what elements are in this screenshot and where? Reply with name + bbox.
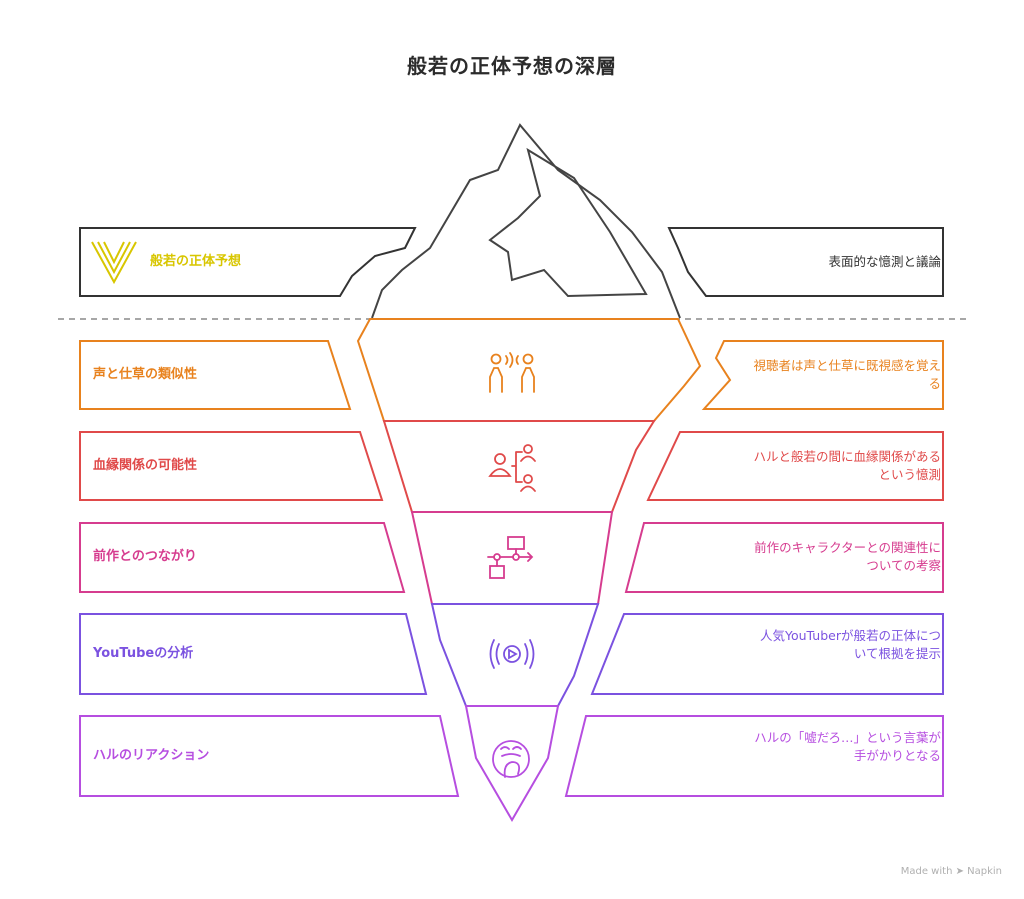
layer-1-left-box <box>79 340 352 410</box>
layer-3-left-box <box>79 522 406 593</box>
layer-4-label: YouTubeの分析 <box>93 646 194 661</box>
flowchart-icon <box>487 536 534 579</box>
layer-3-description: 前作のキャラクターとの関連性についての考察 <box>754 540 941 573</box>
surprised-face-icon <box>492 740 530 778</box>
layer-2-left-box <box>79 431 384 501</box>
layer-3-right-box <box>624 522 944 593</box>
layer-1-label: 声と仕草の類似性 <box>93 367 198 382</box>
layer-3-label: 前作とのつながり <box>93 549 197 564</box>
layer-5-right-box <box>564 715 944 797</box>
layer-2-label: 血縁関係の可能性 <box>93 458 198 473</box>
layer-4-right-box <box>590 613 944 695</box>
layer-5-description: ハルの「嘘だろ…」という言葉が手がかりとなる <box>754 730 941 763</box>
layer-2-right-box <box>646 431 944 501</box>
layer-5-left-box <box>79 715 460 797</box>
v-logo-icon <box>91 241 137 285</box>
layer-4-description: 人気YouTuberが般若の正体について根拠を提示 <box>760 628 941 661</box>
layer-2-band <box>382 420 656 513</box>
surface-left-box <box>79 227 417 297</box>
layer-2-description: ハルと般若の間に血縁関係があるという憶測 <box>753 449 941 482</box>
page-title: 般若の正体予想の深層 <box>407 54 617 78</box>
layer-2-shapes <box>79 420 944 513</box>
people-talking-icon <box>489 352 535 393</box>
layer-1-shapes <box>79 318 944 422</box>
surface-label: 般若の正体予想 <box>150 254 242 269</box>
surface-right-box <box>667 227 944 297</box>
layer-1-band <box>356 318 702 422</box>
family-tree-icon <box>488 444 536 492</box>
layer-1-description: 視聴者は声と仕草に既視感を覚える <box>753 358 941 391</box>
layer-5-band <box>464 705 560 822</box>
layer-5-shapes <box>79 705 944 822</box>
napkin-credit: Made with ➤ Napkin <box>900 866 1002 877</box>
iceberg-tip <box>371 123 681 319</box>
broadcast-play-icon <box>489 639 535 669</box>
layer-3-band <box>410 511 614 605</box>
layer-4-left-box <box>79 613 428 695</box>
iceberg-facet <box>488 147 648 298</box>
layer-1-right-box <box>701 340 944 410</box>
surface-description: 表面的な憶測と議論 <box>828 254 941 269</box>
layer-5-label: ハルのリアクション <box>93 748 210 763</box>
